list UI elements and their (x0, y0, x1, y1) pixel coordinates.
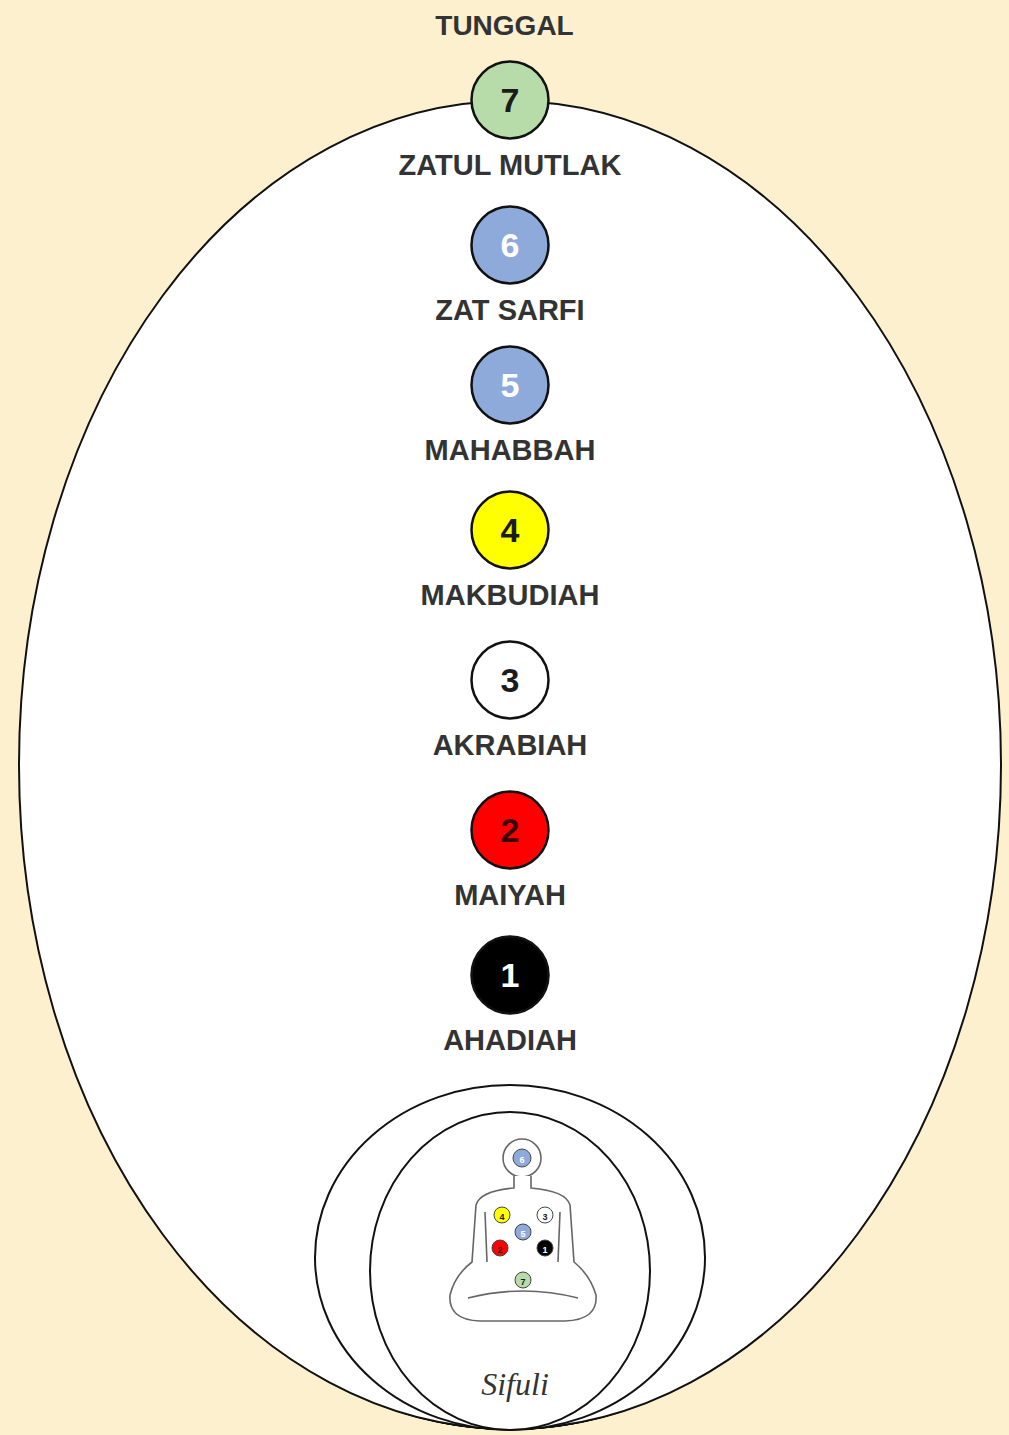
circle-shape (472, 937, 549, 1014)
circle-shape (472, 492, 549, 569)
title: TUNGGAL (435, 10, 573, 41)
chakra-number: 4 (475, 1209, 529, 1223)
chakra-number: 7 (496, 1274, 550, 1288)
number-circle: 2 (470, 790, 550, 870)
level-number: 7 (501, 80, 520, 120)
chakra-number: 5 (496, 1226, 550, 1240)
chakra-number: 1 (518, 1242, 572, 1256)
number-circle: 1 (470, 935, 550, 1015)
level-label: ZAT SARFI (435, 293, 584, 327)
number-circle: 6 (470, 205, 550, 285)
level-number: 2 (501, 810, 520, 850)
level-number: 1 (501, 955, 520, 995)
level-label-box: ZATUL MUTLAK (18, 148, 1002, 182)
circle-shape (472, 62, 549, 139)
ellipse-shape (19, 101, 1001, 1429)
chakra-number: 3 (542, 1212, 547, 1223)
level-label: AKRABIAH (433, 728, 588, 762)
level-label: ZATUL MUTLAK (399, 148, 622, 182)
number-circle: 3 (470, 640, 550, 720)
circle-shape (472, 347, 549, 424)
chakra-number: 6 (519, 1155, 524, 1166)
circle-shape (472, 642, 549, 719)
signature: Sifuli (481, 1364, 549, 1404)
level-label: MAIYAH (454, 878, 566, 912)
number-circle: 5 (470, 345, 550, 425)
chakra-number: 5 (520, 1229, 525, 1240)
chakra-number: 6 (495, 1152, 549, 1166)
level-number: 6 (501, 225, 520, 265)
title-box: TUNGGAL (0, 10, 1009, 42)
signature: Sifuli (419, 1364, 611, 1410)
chakra-number: 3 (518, 1209, 572, 1223)
chakra-number: 2 (473, 1242, 527, 1256)
circle-shape (472, 792, 549, 869)
chakra-number: 2 (497, 1245, 502, 1256)
level-label: MAKBUDIAH (421, 578, 600, 612)
level-label: MAHABBAH (425, 433, 596, 467)
level-label: AHADIAH (443, 1023, 577, 1057)
number-circle: 4 (470, 490, 550, 570)
level-number: 5 (501, 365, 520, 405)
level-number: 3 (501, 660, 520, 700)
chakra-number: 1 (542, 1245, 547, 1256)
chakra-number: 7 (520, 1277, 525, 1288)
number-circle: 7 (470, 60, 550, 140)
level-ellipse: 7654321AHADIAHMAIYAHAKRABIAHMAKBUDIAHMAH… (18, 100, 1002, 1430)
circle-shape (472, 207, 549, 284)
level-number: 4 (501, 510, 520, 550)
chakra-number: 4 (499, 1212, 504, 1223)
